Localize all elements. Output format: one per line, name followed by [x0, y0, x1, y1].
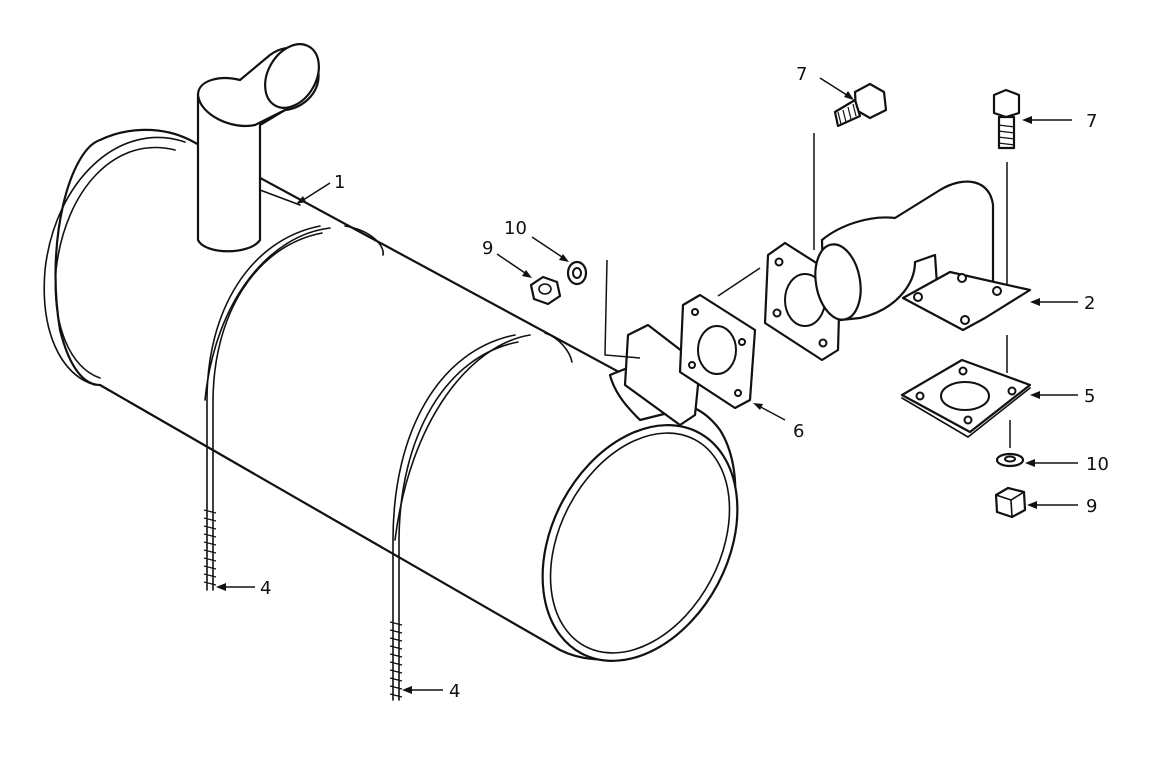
gasket-lower: [900, 358, 1032, 438]
callout-4-right: 4: [449, 681, 460, 702]
muffler-left-ring-inner: [54, 146, 176, 379]
stack-seam: [259, 189, 301, 206]
bolt-upper-left: [833, 82, 888, 128]
callout-labels: 1 2 4 4 5 6 7 7 9 9 10 10: [260, 64, 1109, 702]
callout-leaders: [216, 77, 1078, 694]
muffler-stack-opening: [264, 43, 320, 109]
callout-9-right: 9: [1086, 496, 1097, 517]
muffler-band-b: [344, 225, 384, 256]
callout-5: 5: [1084, 386, 1095, 407]
bolt-upper-right: [992, 88, 1021, 150]
callout-7-left: 7: [796, 64, 807, 85]
callout-2: 2: [1084, 293, 1095, 314]
nut-right: [994, 486, 1027, 519]
callout-7-right: 7: [1086, 111, 1097, 132]
washer-left: [566, 260, 588, 286]
muffler-outlet-rim: [549, 432, 731, 654]
washer-right: [995, 452, 1025, 468]
muffler-left-ring-outer: [43, 136, 186, 386]
pipe-assembly: [763, 180, 1032, 362]
gasket-mid: [678, 293, 757, 410]
muffler-outlet-face: [541, 424, 739, 662]
muffler-band-c: [394, 334, 531, 541]
pipe-collar: [814, 243, 862, 321]
muffler-band-d: [544, 332, 573, 363]
nut-left: [529, 275, 562, 306]
callout-1: 1: [334, 172, 345, 193]
u-bolt-right: [389, 334, 519, 701]
muffler-flange: [623, 323, 702, 427]
callout-10-right: 10: [1086, 454, 1109, 475]
callout-6: 6: [793, 421, 804, 442]
callout-4-left: 4: [260, 578, 271, 599]
u-bolt-left: [203, 225, 323, 591]
callout-9-left: 9: [482, 238, 493, 259]
muffler-stack: [196, 93, 287, 253]
callout-10-left: 10: [504, 218, 527, 239]
assembly-lines: [604, 133, 1011, 448]
